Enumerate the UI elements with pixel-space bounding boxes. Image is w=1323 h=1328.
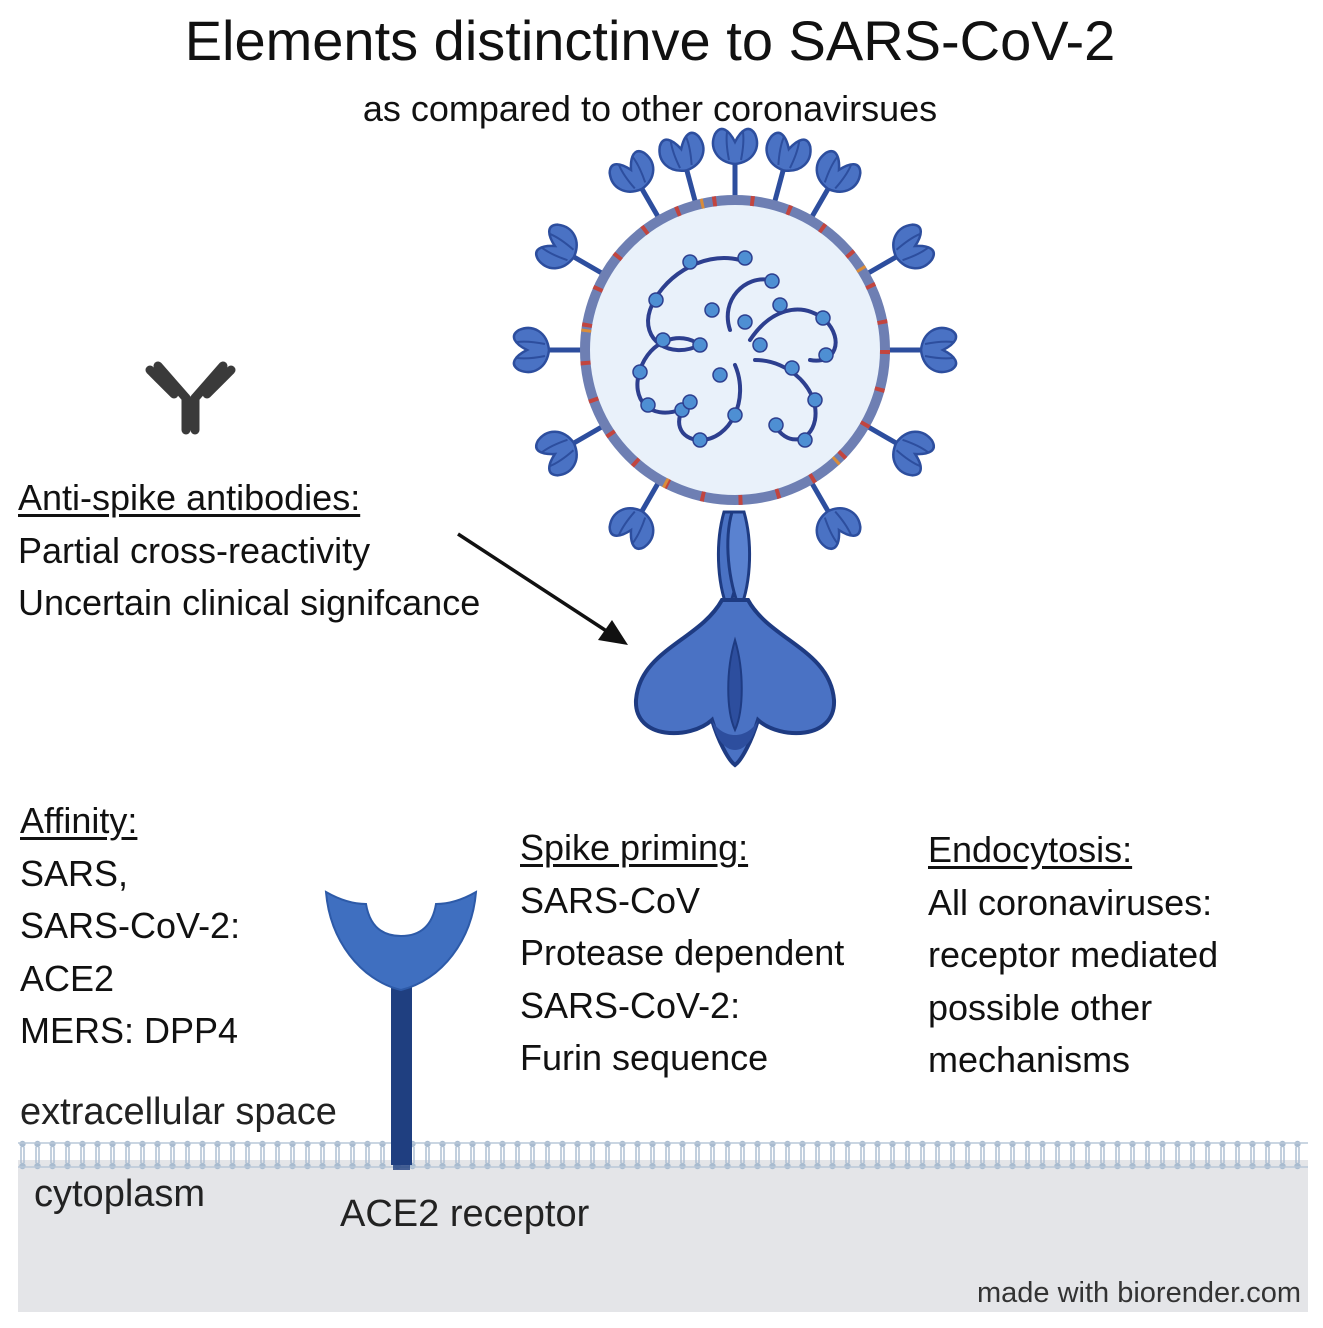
spike-protein-icon: [633, 510, 837, 768]
affinity-line: ACE2: [20, 957, 115, 999]
arrow-icon: [457, 532, 628, 645]
extracellular-label: extracellular space: [20, 1091, 337, 1133]
spike-priming-heading: Spike priming:: [520, 827, 749, 868]
spike-priming-line: SARS-CoV-2:: [520, 984, 741, 1026]
virus-icon: [514, 129, 956, 552]
affinity-line: SARS,: [20, 852, 129, 894]
antibodies-line: Partial cross-reactivity: [18, 529, 371, 571]
endocytosis-line: mechanisms: [928, 1039, 1131, 1080]
endocytosis-line: All coronaviruses:: [928, 881, 1213, 923]
credit-text: made with biorender.com: [977, 1277, 1301, 1309]
antibodies-block: Anti-spike antibodies: Partial cross-rea…: [18, 472, 480, 630]
antibodies-heading: Anti-spike antibodies:: [18, 477, 361, 518]
cytoplasm-region: [18, 1160, 1308, 1312]
affinity-heading: Affinity:: [20, 800, 138, 841]
cell-membrane-icon: [18, 1140, 1308, 1170]
affinity-block: Affinity: SARS, SARS-CoV-2: ACE2 MERS: D…: [20, 795, 240, 1058]
receptor-label: ACE2 receptor: [340, 1193, 590, 1235]
spike-priming-block: Spike priming: SARS-CoV Protease depende…: [520, 822, 844, 1085]
antibodies-line: Uncertain clinical signifcance: [18, 582, 481, 623]
spike-priming-line: Protease dependent: [520, 932, 845, 973]
antibody-icon: [145, 361, 236, 435]
spike-priming-line: SARS-CoV: [520, 879, 701, 921]
endocytosis-heading: Endocytosis:: [928, 829, 1133, 870]
diagram-title: Elements distinctinve to SARS-CoV-2: [184, 9, 1116, 72]
cytoplasm-label: cytoplasm: [34, 1173, 206, 1215]
diagram-subtitle: as compared to other coronavirsues: [362, 88, 938, 129]
affinity-line: MERS: DPP4: [20, 1010, 239, 1051]
affinity-line: SARS-CoV-2:: [20, 905, 241, 946]
endocytosis-line: possible other: [928, 986, 1153, 1028]
spike-priming-line: Furin sequence: [520, 1037, 769, 1078]
endocytosis-block: Endocytosis: All coronaviruses: receptor…: [928, 824, 1218, 1087]
endocytosis-line: receptor mediated: [928, 934, 1219, 975]
ace2-receptor-icon: [324, 890, 478, 1170]
